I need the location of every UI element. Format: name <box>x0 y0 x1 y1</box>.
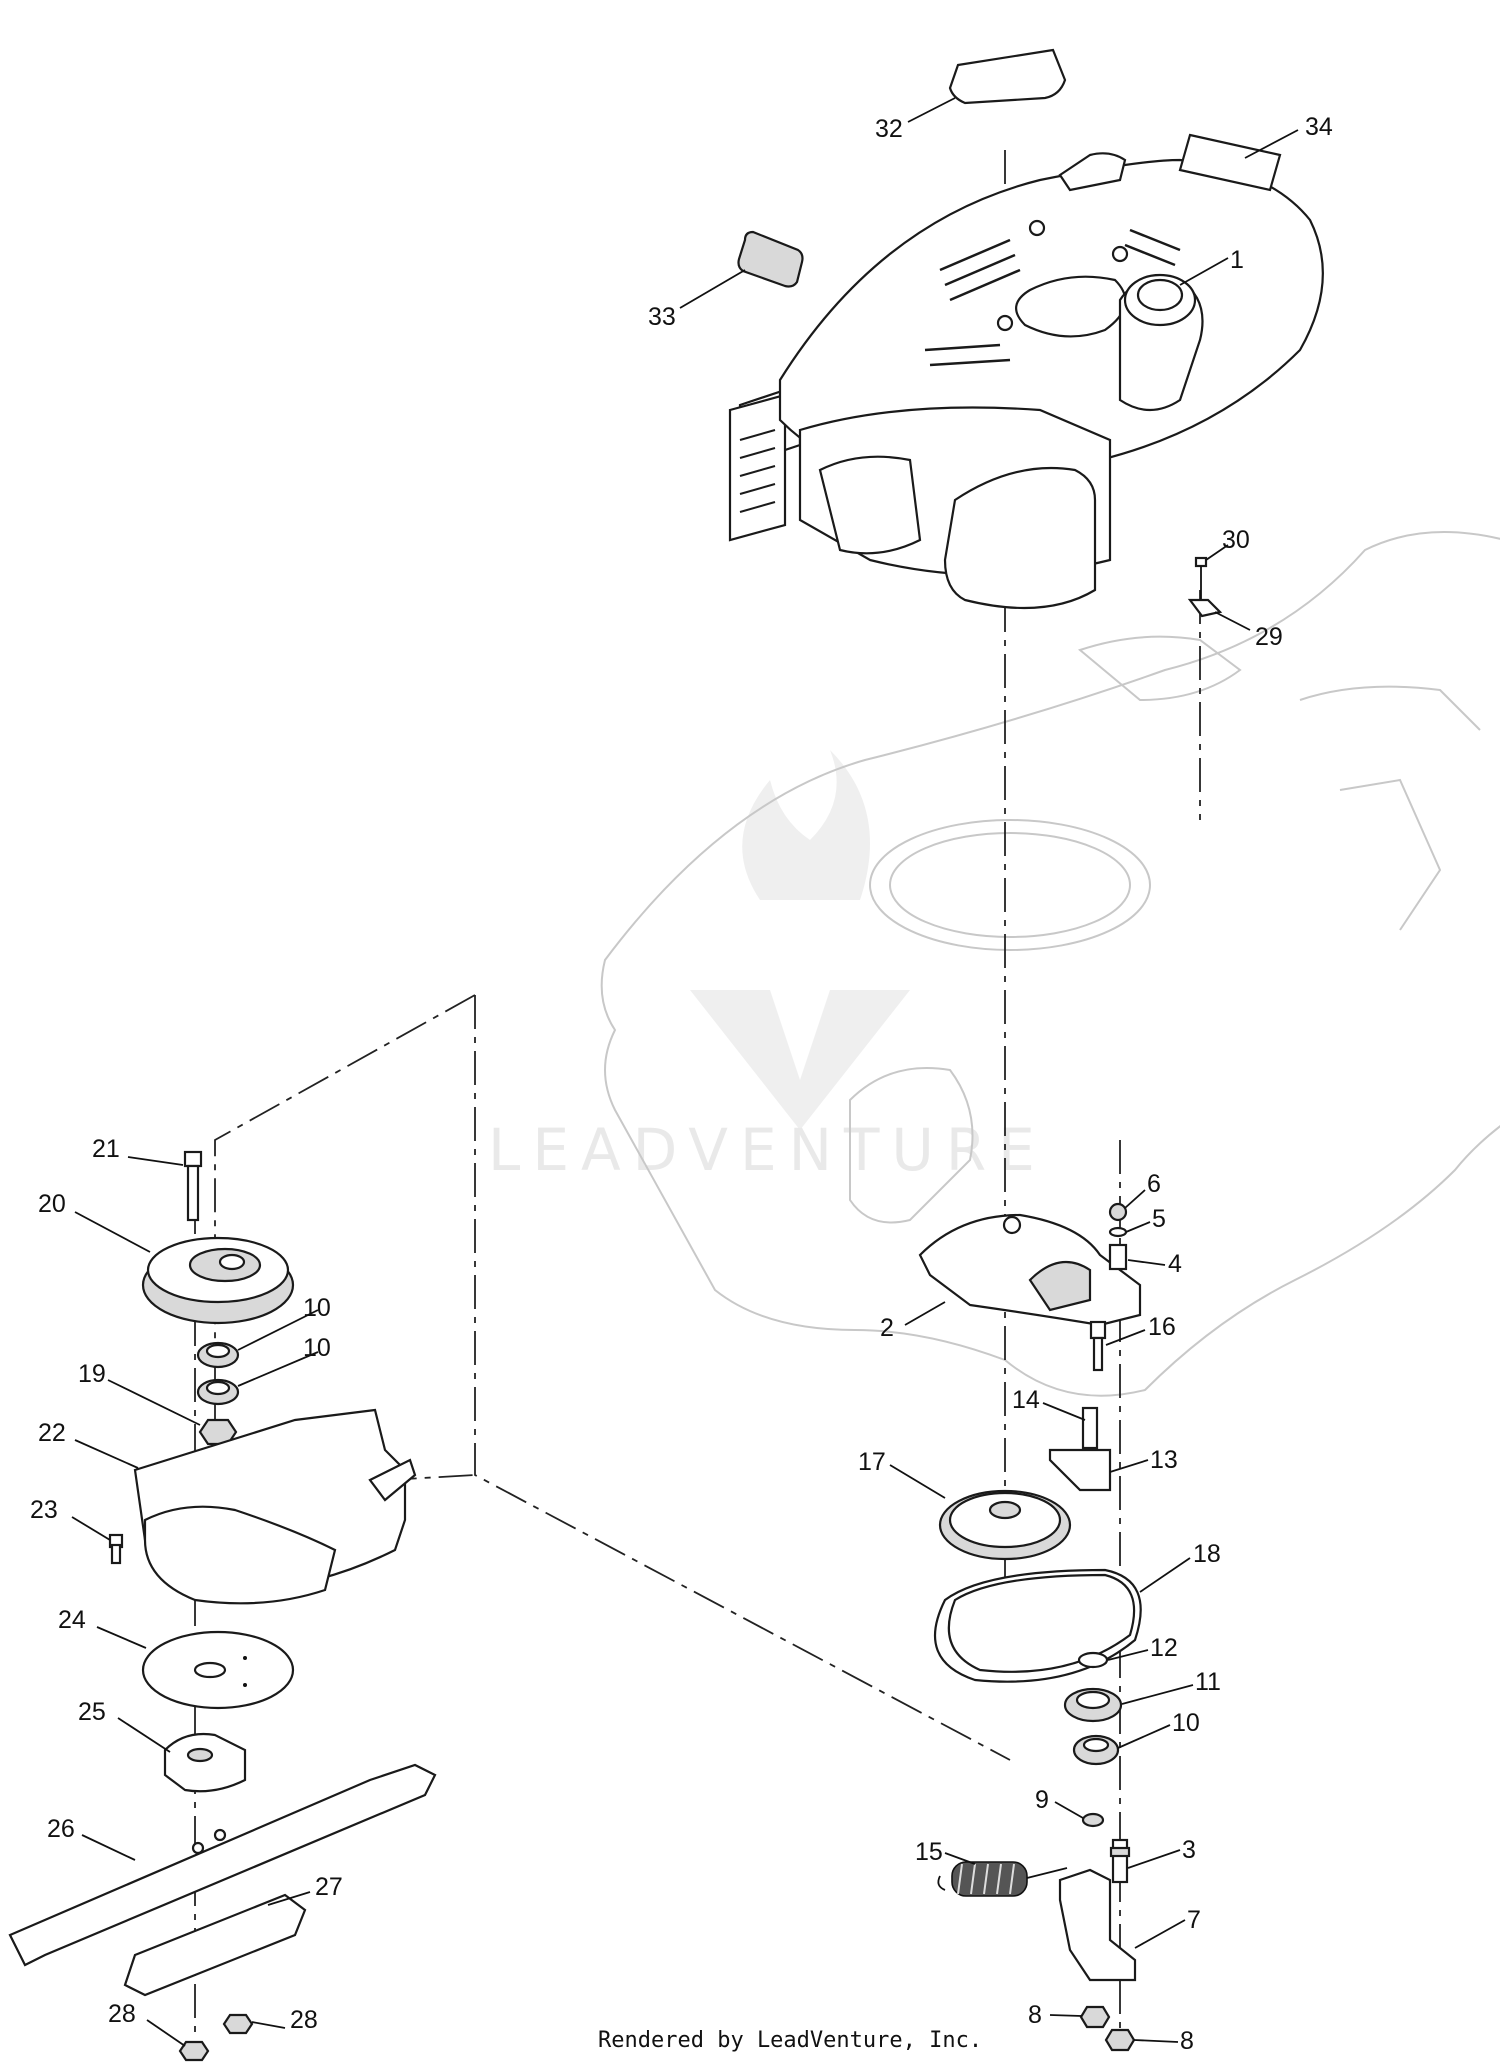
washer-12 <box>1077 1651 1109 1669</box>
nut-9 <box>1081 1812 1105 1828</box>
bolt-23 <box>108 1533 124 1565</box>
logo-decal-33 <box>737 230 804 288</box>
idler-arm-7 <box>1058 1868 1137 1982</box>
bearing-10c <box>1072 1734 1120 1766</box>
watermark: LEADVENTURE <box>488 750 1047 1184</box>
callout-20: 20 <box>38 1190 66 1218</box>
callout-12: 12 <box>1150 1634 1178 1662</box>
spacer-4 <box>1108 1243 1128 1271</box>
bracket-2 <box>918 1213 1142 1327</box>
nut-8a <box>1079 2005 1111 2029</box>
washer-5 <box>1108 1226 1128 1238</box>
pulley-17 <box>938 1489 1072 1561</box>
callout-1: 1 <box>1230 246 1244 274</box>
pin-14 <box>1081 1406 1099 1450</box>
belt-18 <box>933 1568 1142 1683</box>
bearing-10b <box>196 1378 240 1406</box>
callout-18: 18 <box>1193 1540 1221 1568</box>
callout-3: 3 <box>1182 1836 1196 1864</box>
mower-deck <box>600 531 1500 1397</box>
callout-29: 29 <box>1255 623 1283 651</box>
bracket-2-hole <box>1002 1215 1022 1235</box>
bolt-30 <box>1194 556 1208 600</box>
callout-21: 21 <box>92 1135 120 1163</box>
decal-34 <box>1178 133 1282 192</box>
callout-16: 16 <box>1148 1313 1176 1341</box>
callout-8b: 8 <box>1180 2027 1194 2055</box>
callout-10c: 10 <box>1172 1709 1200 1737</box>
render-credit: Rendered by LeadVenture, Inc. <box>598 2028 982 2053</box>
bearing-10a <box>196 1341 240 1369</box>
blade-adapter-20 <box>141 1236 295 1325</box>
clip-25 <box>163 1732 247 1793</box>
bearing-housing-11 <box>1063 1687 1123 1723</box>
phantom-outline <box>214 994 1011 1761</box>
callout-23: 23 <box>30 1496 58 1524</box>
callout-7: 7 <box>1187 1906 1201 1934</box>
bracket-2-boss <box>1028 1260 1092 1312</box>
callout-32: 32 <box>875 115 903 143</box>
callout-11: 11 <box>1195 1668 1221 1696</box>
bolt-16 <box>1089 1320 1107 1372</box>
nut-6 <box>1108 1202 1128 1222</box>
callout-28a: 28 <box>108 2000 136 2028</box>
callout-27: 27 <box>315 1873 343 1901</box>
blade-26 <box>8 1763 437 1967</box>
blade-shield-22 <box>133 1408 417 1605</box>
nut-8b <box>1104 2028 1136 2052</box>
leader-lines <box>71 97 1299 2047</box>
clip-29 <box>1187 598 1223 618</box>
callout-5: 5 <box>1152 1205 1166 1233</box>
callout-25: 25 <box>78 1698 106 1726</box>
spring-15 <box>937 1861 1068 1897</box>
callout-28b: 28 <box>290 2006 318 2034</box>
callout-26: 26 <box>47 1815 75 1843</box>
callout-9: 9 <box>1035 1786 1049 1814</box>
shaft-3 <box>1109 1838 1131 1884</box>
callout-6: 6 <box>1147 1170 1161 1198</box>
callout-8a: 8 <box>1028 2001 1042 2029</box>
callout-labels: 1 2 3 4 5 6 7 8 8 9 10 10 10 11 12 13 14… <box>30 113 1333 2055</box>
decal-32 <box>948 48 1067 105</box>
callout-22: 22 <box>38 1419 66 1447</box>
nut-28b <box>222 2013 254 2035</box>
callout-15: 15 <box>915 1838 943 1866</box>
nut-28a <box>178 2040 210 2062</box>
engine <box>728 152 1324 610</box>
callout-10a: 10 <box>303 1294 331 1322</box>
callout-30: 30 <box>1222 526 1250 554</box>
callout-24: 24 <box>58 1606 86 1634</box>
callout-13: 13 <box>1150 1446 1178 1474</box>
callout-33: 33 <box>648 303 676 331</box>
bracket-13 <box>1048 1448 1112 1492</box>
bolt-21 <box>183 1150 203 1222</box>
bracket-27 <box>123 1893 307 1997</box>
callout-17: 17 <box>858 1448 886 1476</box>
callout-34: 34 <box>1305 113 1333 141</box>
callout-19: 19 <box>78 1360 106 1388</box>
watermark-text: LEADVENTURE <box>488 1116 1047 1184</box>
callout-10b: 10 <box>303 1334 331 1362</box>
callout-4: 4 <box>1168 1250 1182 1278</box>
callout-14: 14 <box>1012 1386 1040 1414</box>
callout-2: 2 <box>880 1314 894 1342</box>
disc-24 <box>141 1630 295 1710</box>
